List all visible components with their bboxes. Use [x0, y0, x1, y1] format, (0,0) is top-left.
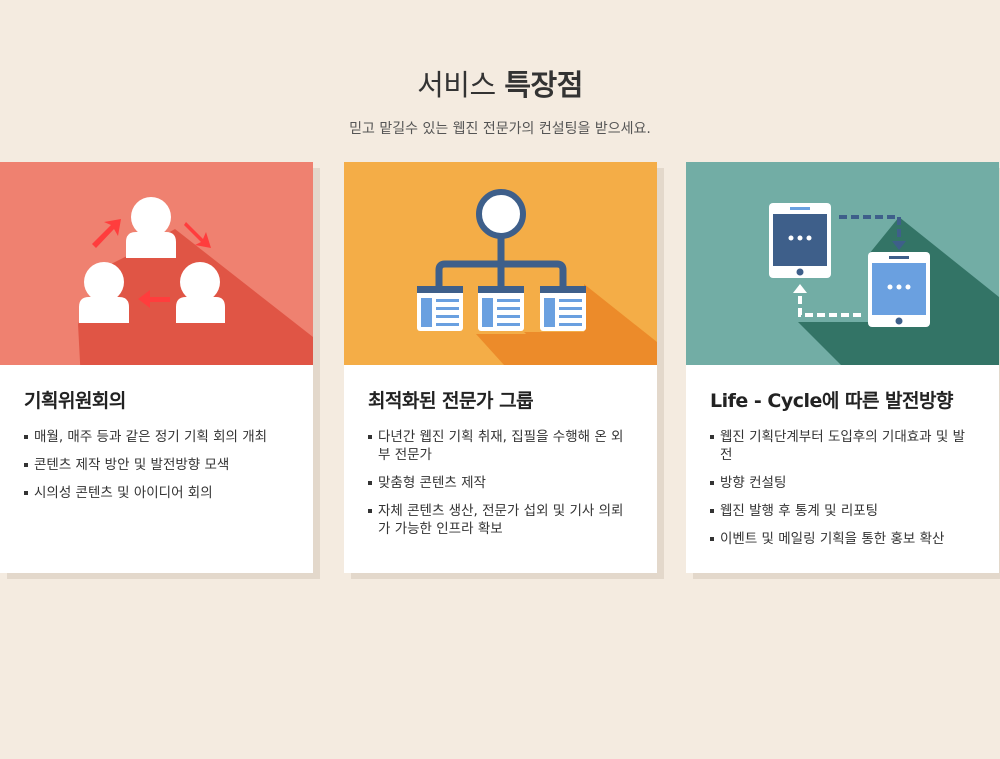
list-item: 콘텐츠 제작 방안 및 발전방향 모색 [24, 456, 291, 474]
card-list: 매월, 매주 등과 같은 정기 기획 회의 개최 콘텐츠 제작 방안 및 발전방… [24, 428, 291, 512]
list-item: 다년간 웹진 기획 취재, 집필을 수행해 온 외부 전문가 [368, 428, 635, 464]
org-chart-icon [344, 162, 657, 365]
card-list: 웹진 기획단계부터 도입후의 기대효과 및 발전 방향 컨설팅 웹진 발행 후 … [710, 428, 977, 558]
list-item: 매월, 매주 등과 같은 정기 기획 회의 개최 [24, 428, 291, 446]
section-title: 서비스 특장점 [0, 62, 1000, 104]
card-art [344, 162, 657, 365]
feature-card-expert-group: 최적화된 전문가 그룹 다년간 웹진 기획 취재, 집필을 수행해 온 외부 전… [344, 162, 657, 573]
people-cycle-icon [0, 162, 313, 365]
list-item: 자체 콘텐츠 생산, 전문가 섭외 및 기사 의뢰가 가능한 인프라 확보 [368, 502, 635, 538]
list-item: 시의성 콘텐츠 및 아이디어 회의 [24, 484, 291, 502]
feature-card-planning-meeting: 기획위원회의 매월, 매주 등과 같은 정기 기획 회의 개최 콘텐츠 제작 방… [0, 162, 313, 573]
card-title: Life - Cycle에 따른 발전방향 [710, 390, 953, 412]
card-art [0, 162, 313, 365]
devices-cycle-icon [686, 162, 999, 365]
section-subtitle: 믿고 맡길수 있는 웹진 전문가의 컨설팅을 받으세요. [349, 121, 651, 137]
list-item: 웹진 발행 후 통계 및 리포팅 [710, 502, 977, 520]
list-item: 웹진 기획단계부터 도입후의 기대효과 및 발전 [710, 428, 977, 464]
title-light: 서비스 [417, 68, 496, 102]
title-bold: 특장점 [504, 68, 583, 102]
card-title: 최적화된 전문가 그룹 [368, 390, 534, 412]
list-item: 이벤트 및 메일링 기획을 통한 홍보 확산 [710, 530, 977, 548]
card-title: 기획위원회의 [24, 390, 126, 412]
list-item: 방향 컨설팅 [710, 474, 977, 492]
card-list: 다년간 웹진 기획 취재, 집필을 수행해 온 외부 전문가 맞춤형 콘텐츠 제… [368, 428, 635, 548]
section-header: 서비스 특장점 믿고 맡길수 있는 웹진 전문가의 컨설팅을 받으세요. [0, 62, 1000, 138]
feature-card-lifecycle: Life - Cycle에 따른 발전방향 웹진 기획단계부터 도입후의 기대효… [686, 162, 999, 573]
list-item: 맞춤형 콘텐츠 제작 [368, 474, 635, 492]
card-art [686, 162, 999, 365]
